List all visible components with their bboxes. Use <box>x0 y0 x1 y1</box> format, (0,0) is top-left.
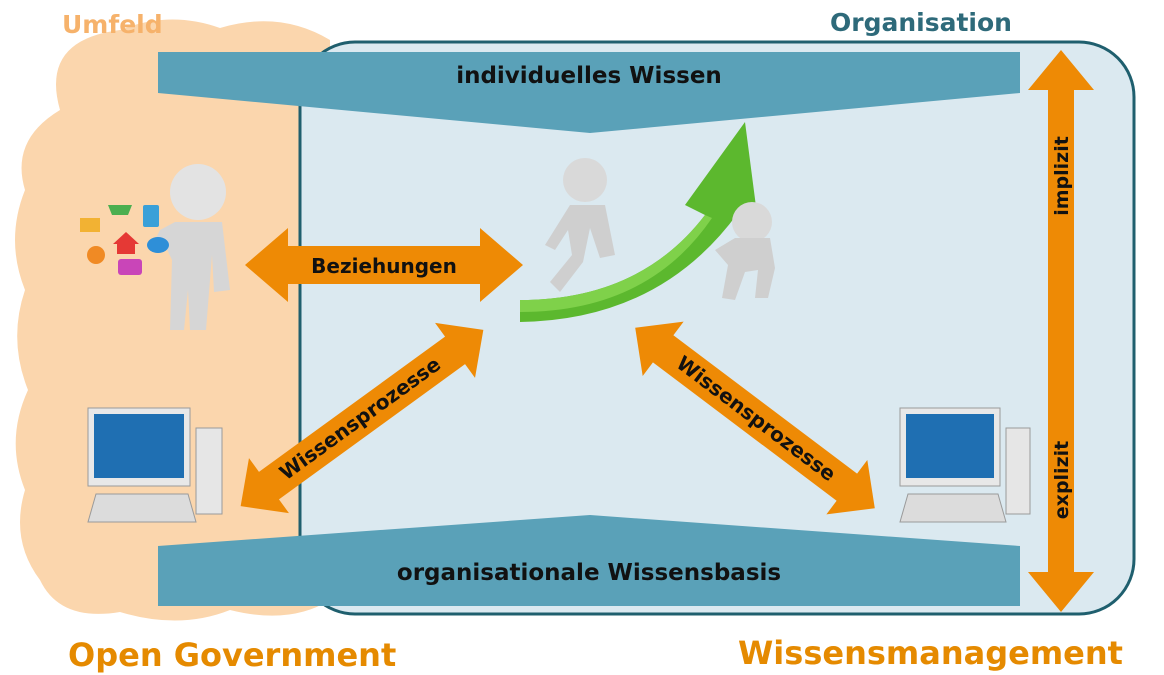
gear-icon <box>87 246 105 264</box>
computer-right-icon <box>899 407 1031 523</box>
beziehungen-arrow <box>245 228 523 302</box>
chat-icon <box>147 237 169 253</box>
wissensprozesse-right-arrow <box>635 321 875 515</box>
band-label-wissensbasis: organisationale Wissensbasis <box>397 560 781 586</box>
computer-left-icon <box>87 407 223 523</box>
explizit-label: explizit <box>1051 441 1073 519</box>
wissensprozesse-left-arrow <box>240 322 484 514</box>
camera-icon <box>118 259 142 275</box>
open-government-title: Open Government <box>68 636 397 674</box>
person-with-apps-icon <box>80 164 230 330</box>
mail-icon <box>80 218 100 232</box>
wissensbasis-band <box>158 515 1020 606</box>
umfeld-title: Umfeld <box>62 10 163 39</box>
wissensmanagement-title: Wissensmanagement <box>738 634 1123 672</box>
home-icon <box>113 232 139 254</box>
implizit-label: implizit <box>1051 136 1073 216</box>
beziehungen-label: Beziehungen <box>311 254 457 278</box>
band-label-individuelles-wissen: individuelles Wissen <box>456 63 722 89</box>
implizit-explizit-arrow <box>1028 50 1094 612</box>
individuelles-wissen-band <box>158 52 1020 133</box>
growth-arrow-figures-icon <box>520 122 775 322</box>
cart-icon <box>108 205 132 215</box>
organisation-title: Organisation <box>830 8 1012 37</box>
tablet-icon <box>143 205 159 227</box>
